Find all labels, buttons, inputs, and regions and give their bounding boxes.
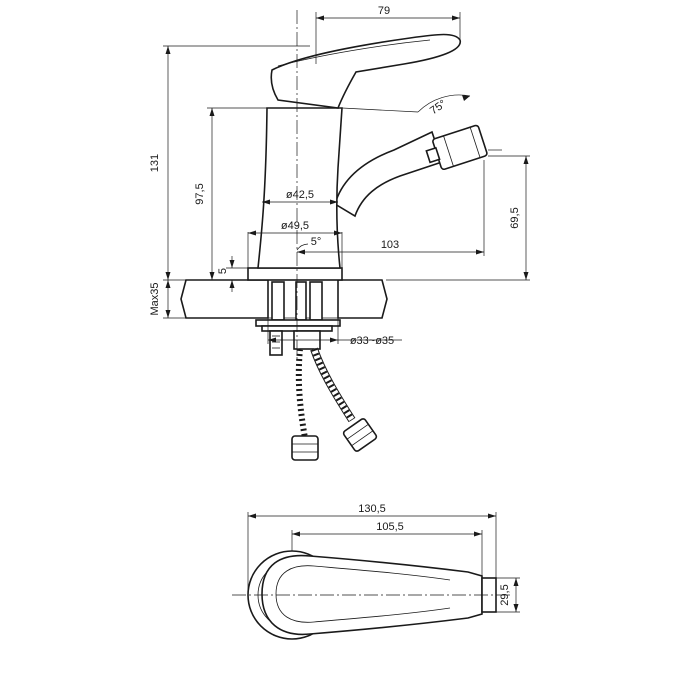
dim-aerator-width: 29,5 [499, 584, 511, 605]
dim-spout-reach: 103 [381, 239, 399, 251]
dim-angle-base: 5° [311, 236, 322, 248]
dim-dia-body: ø42,5 [286, 189, 314, 201]
dim-dia-base: ø49,5 [281, 220, 309, 232]
aerator-nozzle [425, 124, 488, 171]
dim-height-body: 97,5 [194, 183, 206, 204]
top-view: 130,5 105,5 29,5 [232, 503, 520, 640]
dim-spout-height: 69,5 [509, 207, 521, 228]
dim-width-top: 79 [378, 5, 390, 17]
dim-length-body: 105,5 [376, 521, 404, 533]
lever-handle [270, 33, 461, 109]
faucet-spout [334, 130, 444, 218]
dim-angle-lever: 75° [428, 98, 449, 117]
side-view: 79 131 97,5 75° 69,5 ø42,5 [149, 5, 530, 461]
dim-length-total: 130,5 [358, 503, 386, 515]
dim-height-total: 131 [149, 154, 161, 172]
faucet-base-ring [247, 267, 343, 281]
dim-max-counter: Max35 [149, 282, 161, 315]
dim-base-thickness: 5 [217, 268, 229, 274]
flexible-hoses [291, 347, 378, 461]
faucet-body [257, 107, 343, 269]
dim-hole-diameter: ø33~ø35 [350, 335, 394, 347]
